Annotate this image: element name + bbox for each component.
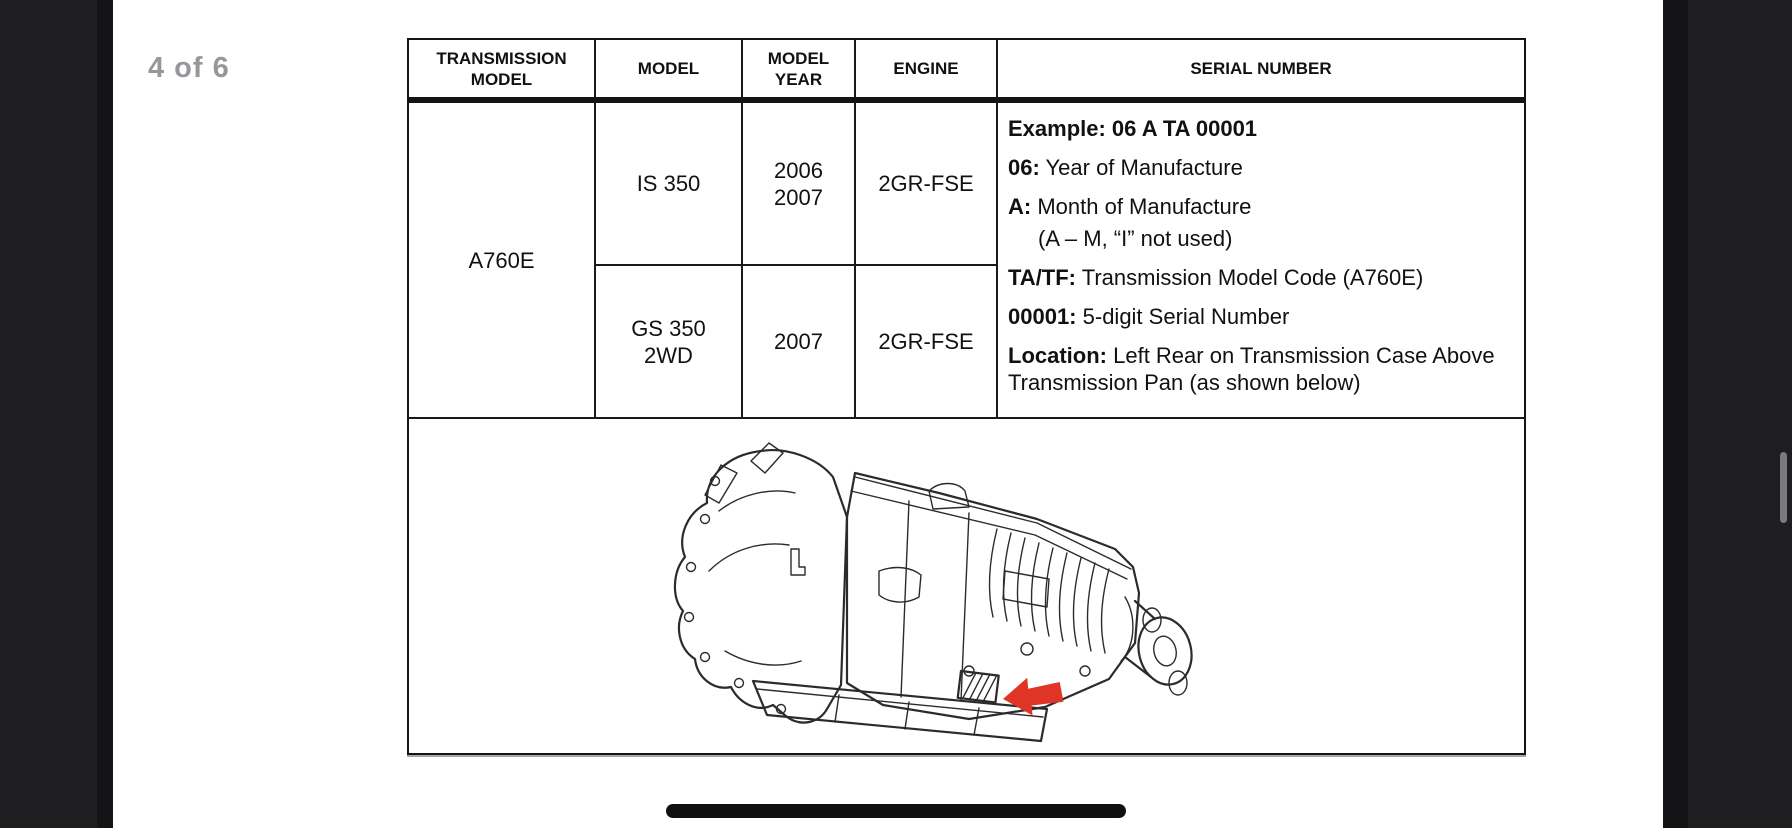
serial-line-model-code: TA/TF: Transmission Model Code (A760E) xyxy=(1008,265,1424,290)
serial-line-example: Example: 06 A TA 00001 xyxy=(1008,116,1258,141)
letterbox-right xyxy=(1663,0,1792,828)
cell-model-row2: GS 350 2WD xyxy=(596,266,743,419)
cell-engine-row2: 2GR-FSE xyxy=(856,266,998,419)
column-header-serial-number: SERIAL NUMBER xyxy=(998,40,1524,103)
serial-plate xyxy=(956,669,1000,704)
serial-line-month-note: (A – M, “I” not used) xyxy=(1038,226,1233,251)
bell-housing-outline xyxy=(673,449,849,724)
transmission-diagram xyxy=(409,419,1524,753)
serial-line-year: 06: Year of Manufacture xyxy=(1008,155,1243,180)
column-header-transmission-model: TRANSMISSION MODEL xyxy=(409,40,596,103)
main-case-outline xyxy=(845,471,1141,721)
column-header-engine: ENGINE xyxy=(856,40,998,103)
serial-line-location: Location: Left Rear on Transmission Case… xyxy=(1008,343,1495,395)
column-header-model: MODEL xyxy=(596,40,743,103)
letterbox-left xyxy=(0,0,113,828)
transmission-drawing-svg xyxy=(673,442,1193,743)
cell-model-year-row1: 2006 2007 xyxy=(743,103,856,266)
transmission-spec-table: TRANSMISSION MODEL MODEL MODEL YEAR ENGI… xyxy=(407,38,1526,755)
cell-model-year-row2: 2007 xyxy=(743,266,856,419)
serial-line-month: A: Month of Manufacture xyxy=(1008,194,1252,219)
serial-location-arrow xyxy=(1003,677,1064,716)
column-header-model-year: MODEL YEAR xyxy=(743,40,856,103)
cell-transmission-model: A760E xyxy=(409,103,596,419)
cell-serial-number-info: Example: 06 A TA 00001 06: Year of Manuf… xyxy=(998,103,1524,419)
page-indicator: 4 of 6 xyxy=(148,52,230,84)
oil-pan-outline xyxy=(751,679,1049,743)
cell-model-row1: IS 350 xyxy=(596,103,743,266)
cell-engine-row1: 2GR-FSE xyxy=(856,103,998,266)
serial-line-serial-digits: 00001: 5-digit Serial Number xyxy=(1008,304,1290,329)
home-indicator[interactable] xyxy=(666,804,1126,818)
scrollbar-thumb[interactable] xyxy=(1780,452,1787,523)
